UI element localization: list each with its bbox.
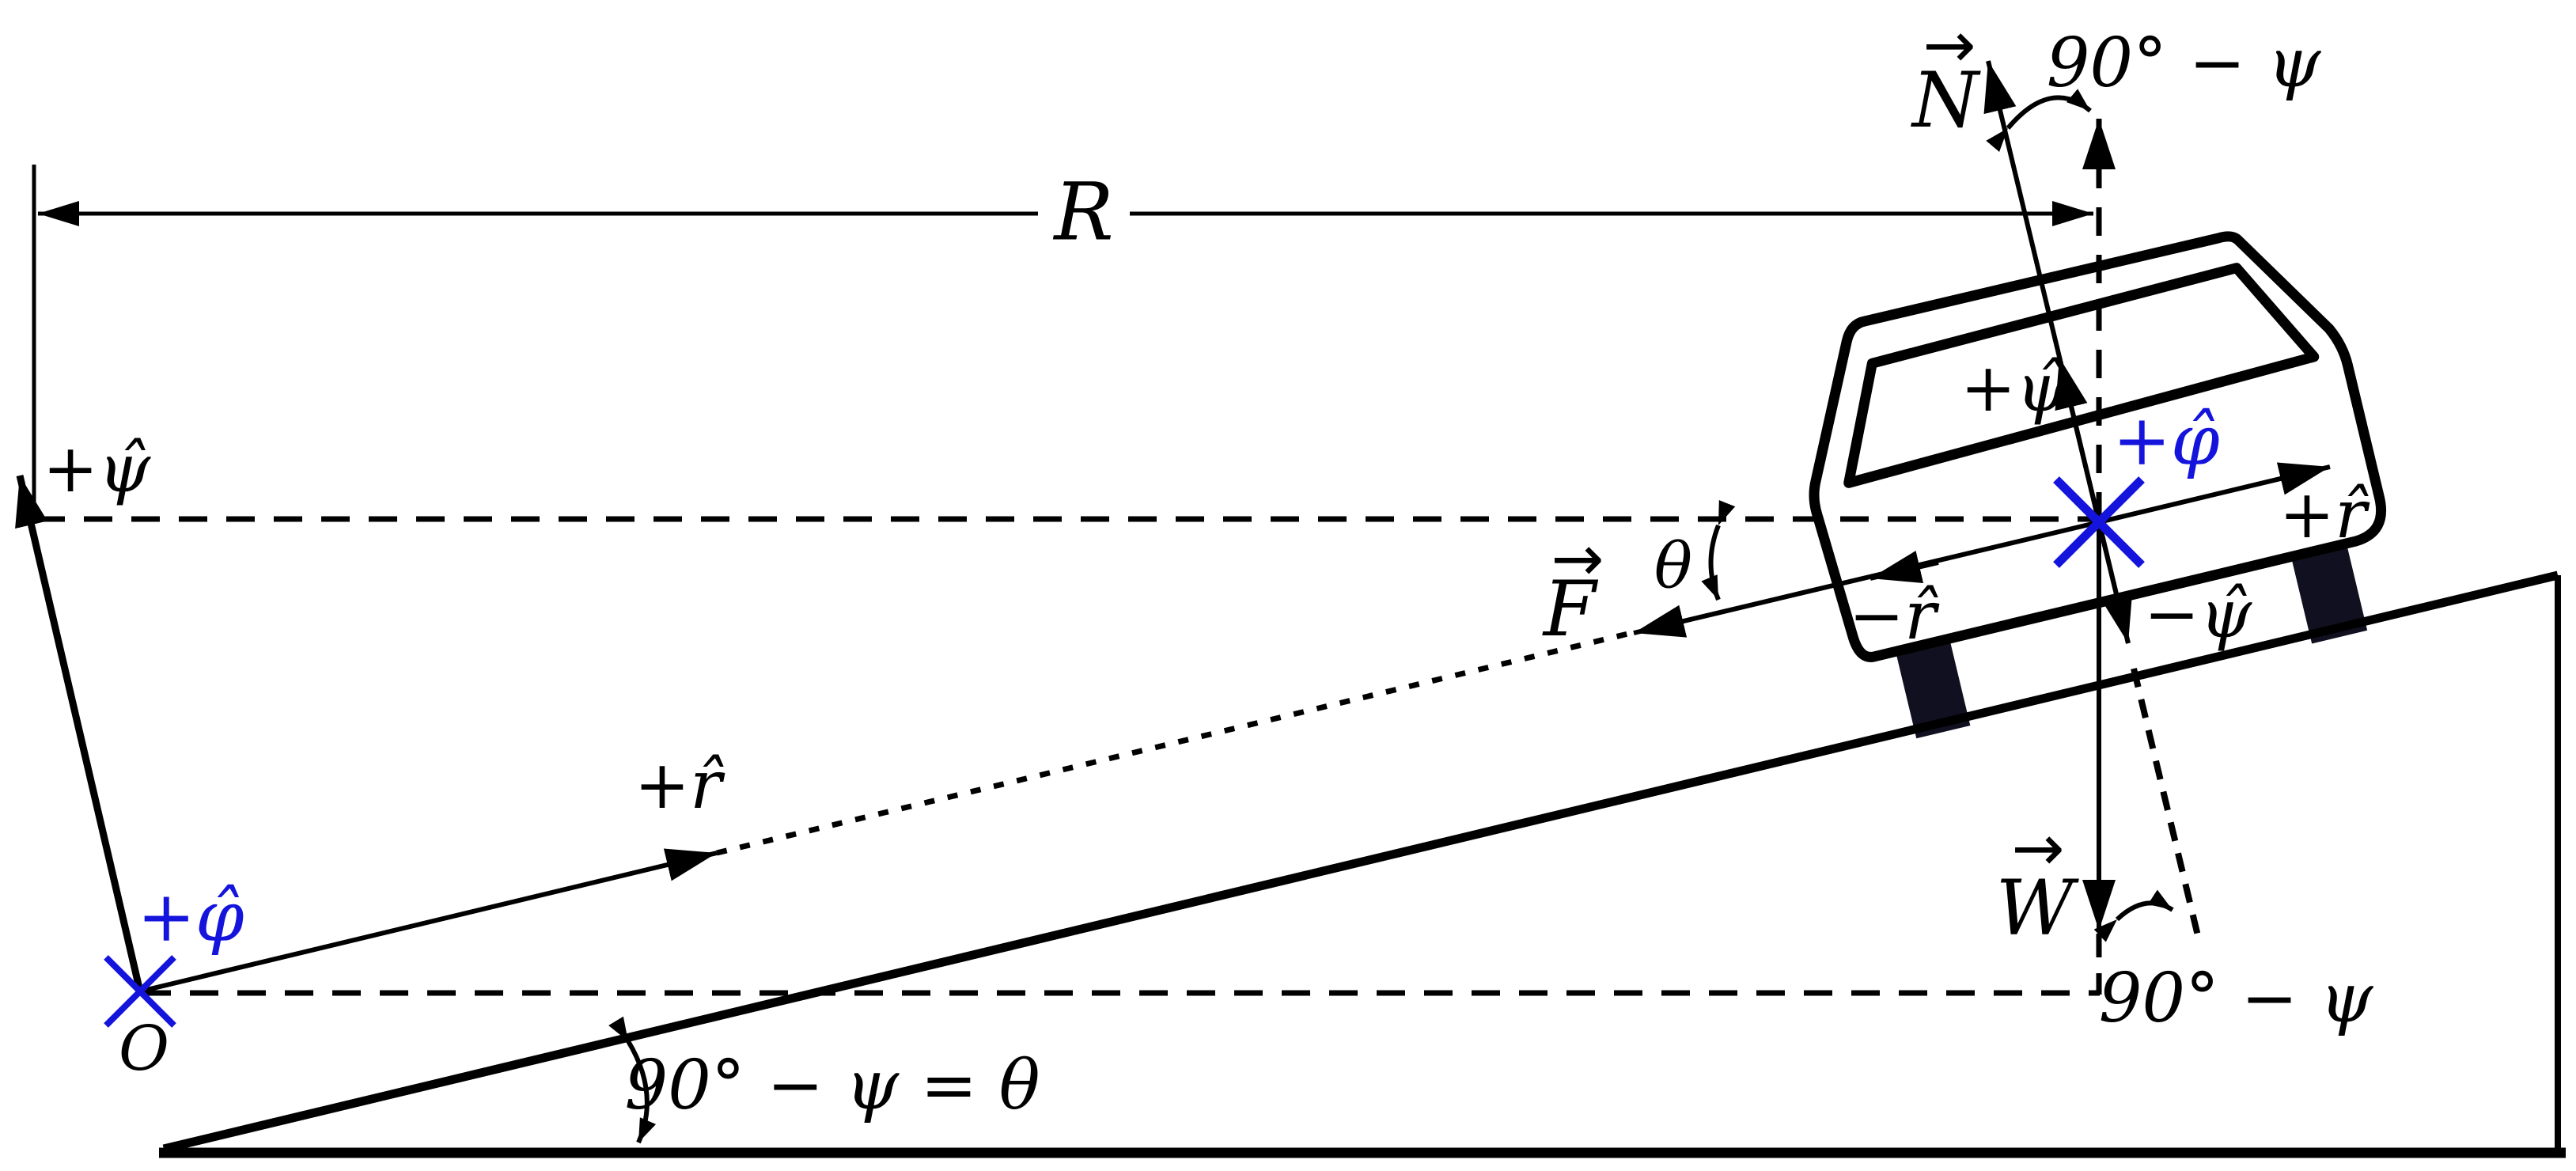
r-axis-car-negative-arrow <box>1869 551 1939 583</box>
car-wheel-front <box>2290 540 2368 644</box>
r-axis-origin <box>139 848 718 994</box>
weight-vector-arrow-accent: → <box>2011 812 2064 885</box>
angle-arc-theta <box>1701 500 1736 601</box>
origin-label: O <box>119 1014 169 1085</box>
phi-axis-label-car: +φ̂ <box>2112 400 2220 481</box>
r-axis-car-positive-arrow <box>2098 462 2331 525</box>
weight-vector-label: W <box>1996 864 2080 953</box>
theta-label: θ <box>1654 529 1692 603</box>
r-axis-label-car-negative: −r̂ <box>1849 577 1940 654</box>
psi-axis-label-car-negative: −ψ̂ <box>2144 575 2252 653</box>
angle-arc-weight <box>2093 889 2174 942</box>
friction-vector-arrow-accent: → <box>1551 522 1604 596</box>
car-wheel-rear <box>1895 636 1971 739</box>
phi-axis-label-origin: +φ̂ <box>137 876 244 957</box>
psi-axis-label-left: +ψ̂ <box>43 430 151 507</box>
incline-surface <box>162 570 2559 1154</box>
r-axis-label-car-positive: +r̂ <box>2279 476 2370 553</box>
normal-vector-label: N <box>1911 56 1981 145</box>
minus-psi-dashed-extension <box>2131 668 2203 946</box>
r-axis-dotted-extension <box>716 630 1632 856</box>
angle-arc-top <box>1986 89 2092 153</box>
psi-axis-car-negative-arrow <box>2097 521 2133 644</box>
angle-label-incline: 90° − ψ = θ <box>624 1046 1040 1125</box>
car-center-marker <box>2053 476 2145 568</box>
psi-axis-car-positive-arrow <box>2055 357 2101 523</box>
radius-label: R <box>1052 166 1113 259</box>
r-axis-label-left: +r̂ <box>635 746 725 824</box>
normal-vector-arrow-accent: → <box>1923 9 1976 82</box>
angle-label-top: 90° − ψ <box>2047 24 2322 103</box>
origin-marker <box>104 955 176 1028</box>
psi-axis-origin <box>15 474 144 993</box>
friction-vector <box>1633 520 2100 638</box>
angle-arc-incline <box>608 1016 657 1144</box>
psi-axis-label-car: +ψ̂ <box>1960 349 2069 426</box>
friction-vector-label: F <box>1542 565 1599 654</box>
angle-label-weight: 90° − ψ <box>2099 959 2374 1038</box>
